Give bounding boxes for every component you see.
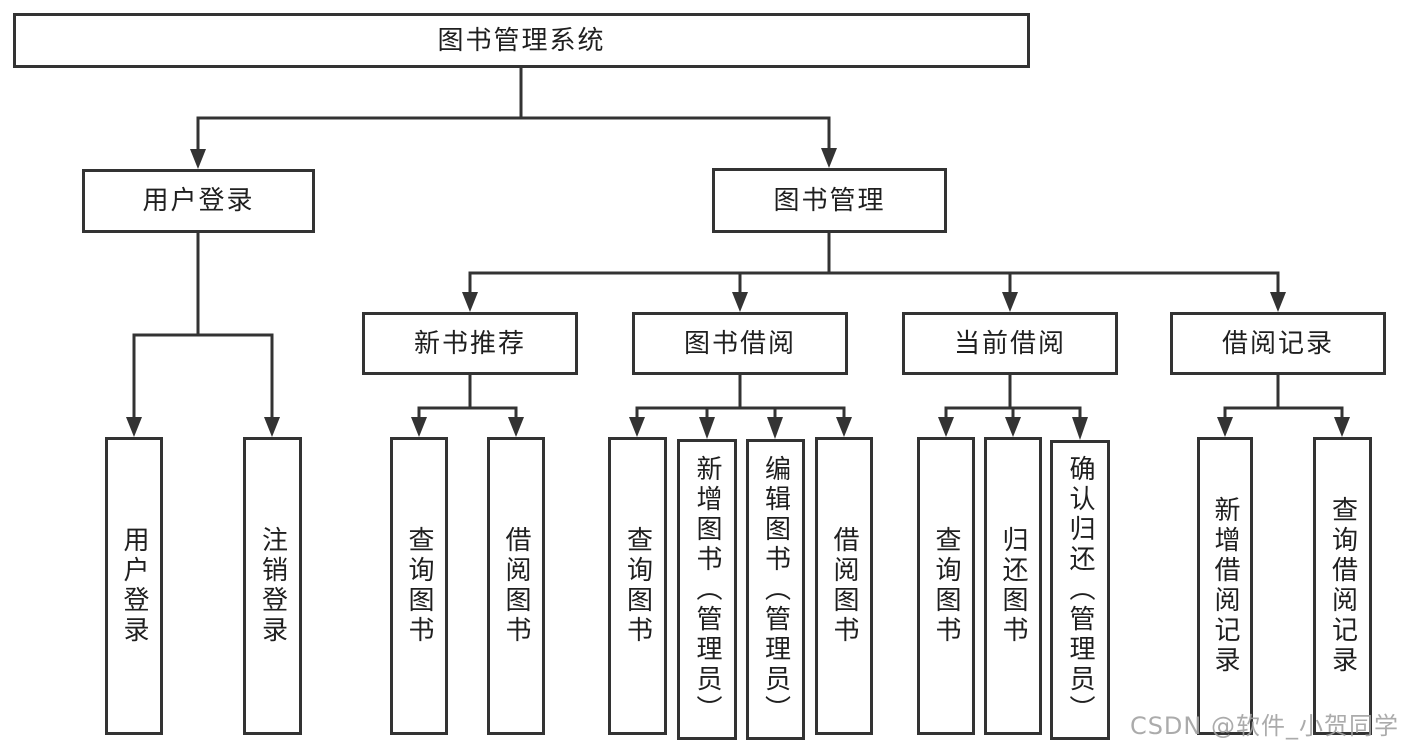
leaf-query-books-bb-label: 查询图书: [622, 526, 653, 646]
leaf-borrow-books-bb: 借阅图书: [815, 437, 873, 735]
leaf-logout-label: 注销登录: [257, 526, 288, 646]
leaf-query-books-rec-label: 查询图书: [404, 526, 434, 646]
arrowhead-icon: [836, 417, 852, 437]
node-root: 图书管理系统: [13, 13, 1030, 68]
node-user-login: 用户登录: [82, 169, 315, 233]
leaf-add-books-admin-label: 新增图书（管理员）: [692, 454, 722, 725]
arrowhead-icon: [462, 292, 478, 312]
leaf-add-books-admin: 新增图书（管理员）: [677, 439, 737, 740]
leaf-add-borrow-record: 新增借阅记录: [1197, 437, 1253, 735]
arrowhead-icon: [1270, 292, 1286, 312]
arrowhead-icon: [699, 417, 715, 439]
node-book-borrowing-label: 图书借阅: [683, 328, 796, 359]
arrowhead-icon: [1002, 292, 1018, 312]
leaf-query-books-cb: 查询图书: [917, 437, 975, 735]
arrowhead-icon: [1334, 417, 1350, 437]
leaf-query-books-bb: 查询图书: [608, 437, 667, 735]
leaf-user-login-label: 用户登录: [119, 526, 149, 646]
leaf-query-borrow-record-label: 查询借阅记录: [1327, 496, 1358, 676]
leaf-borrow-books-rec-label: 借阅图书: [501, 526, 531, 646]
leaf-borrow-books-bb-label: 借阅图书: [829, 526, 859, 646]
leaf-query-borrow-record: 查询借阅记录: [1313, 437, 1372, 735]
connector-newbookrec-split: [417, 373, 518, 421]
arrowhead-icon: [264, 417, 280, 437]
arrowhead-icon: [629, 417, 645, 437]
arrowhead-icon: [1005, 417, 1021, 437]
leaf-edit-books-admin: 编辑图书（管理员）: [746, 439, 805, 740]
arrowhead-icon: [190, 149, 206, 169]
node-user-login-label: 用户登录: [142, 186, 255, 216]
node-new-book-recommend-label: 新书推荐: [413, 328, 526, 359]
node-borrowing-records-label: 借阅记录: [1221, 328, 1334, 359]
arrowhead-icon: [1072, 417, 1088, 440]
node-current-borrowing-label: 当前借阅: [953, 328, 1066, 359]
connector-bookmgmt-drop: [468, 231, 1280, 296]
arrowhead-icon: [938, 417, 954, 437]
leaf-edit-books-admin-label: 编辑图书（管理员）: [760, 454, 791, 725]
node-book-borrowing: 图书借阅: [632, 312, 848, 375]
leaf-add-borrow-record-label: 新增借阅记录: [1210, 496, 1240, 676]
leaf-confirm-return-admin: 确认归还（管理员）: [1050, 440, 1110, 740]
leaf-borrow-books-rec: 借阅图书: [487, 437, 545, 735]
connector-bookborrow-split: [635, 373, 846, 421]
node-book-management-label: 图书管理: [773, 185, 886, 216]
arrowhead-icon: [732, 292, 748, 312]
connector-userlogin-split: [132, 231, 274, 421]
leaf-user-login: 用户登录: [105, 437, 163, 735]
leaf-return-books: 归还图书: [984, 437, 1042, 735]
arrowhead-icon: [821, 148, 837, 168]
arrowhead-icon: [508, 417, 524, 437]
arrowhead-icon: [767, 417, 783, 439]
connector-currentborrow-split: [944, 373, 1082, 421]
leaf-query-books-cb-label: 查询图书: [931, 526, 961, 646]
connector-borrowrecords-split: [1223, 373, 1344, 421]
leaf-confirm-return-admin-label: 确认归还（管理员）: [1065, 455, 1095, 725]
node-book-management: 图书管理: [712, 168, 947, 233]
leaf-query-books-rec: 查询图书: [390, 437, 448, 735]
arrowhead-icon: [1217, 417, 1233, 437]
node-borrowing-records: 借阅记录: [1170, 312, 1386, 375]
leaf-logout: 注销登录: [243, 437, 302, 735]
connector-root-drop: [196, 66, 831, 153]
node-root-label: 图书管理系统: [437, 25, 606, 56]
arrowhead-icon: [126, 417, 142, 437]
leaf-return-books-label: 归还图书: [998, 526, 1028, 646]
node-new-book-recommend: 新书推荐: [362, 312, 578, 375]
node-current-borrowing: 当前借阅: [902, 312, 1118, 375]
csdn-watermark: CSDN @软件_小贺同学: [1129, 712, 1399, 740]
arrowhead-icon: [411, 417, 427, 437]
